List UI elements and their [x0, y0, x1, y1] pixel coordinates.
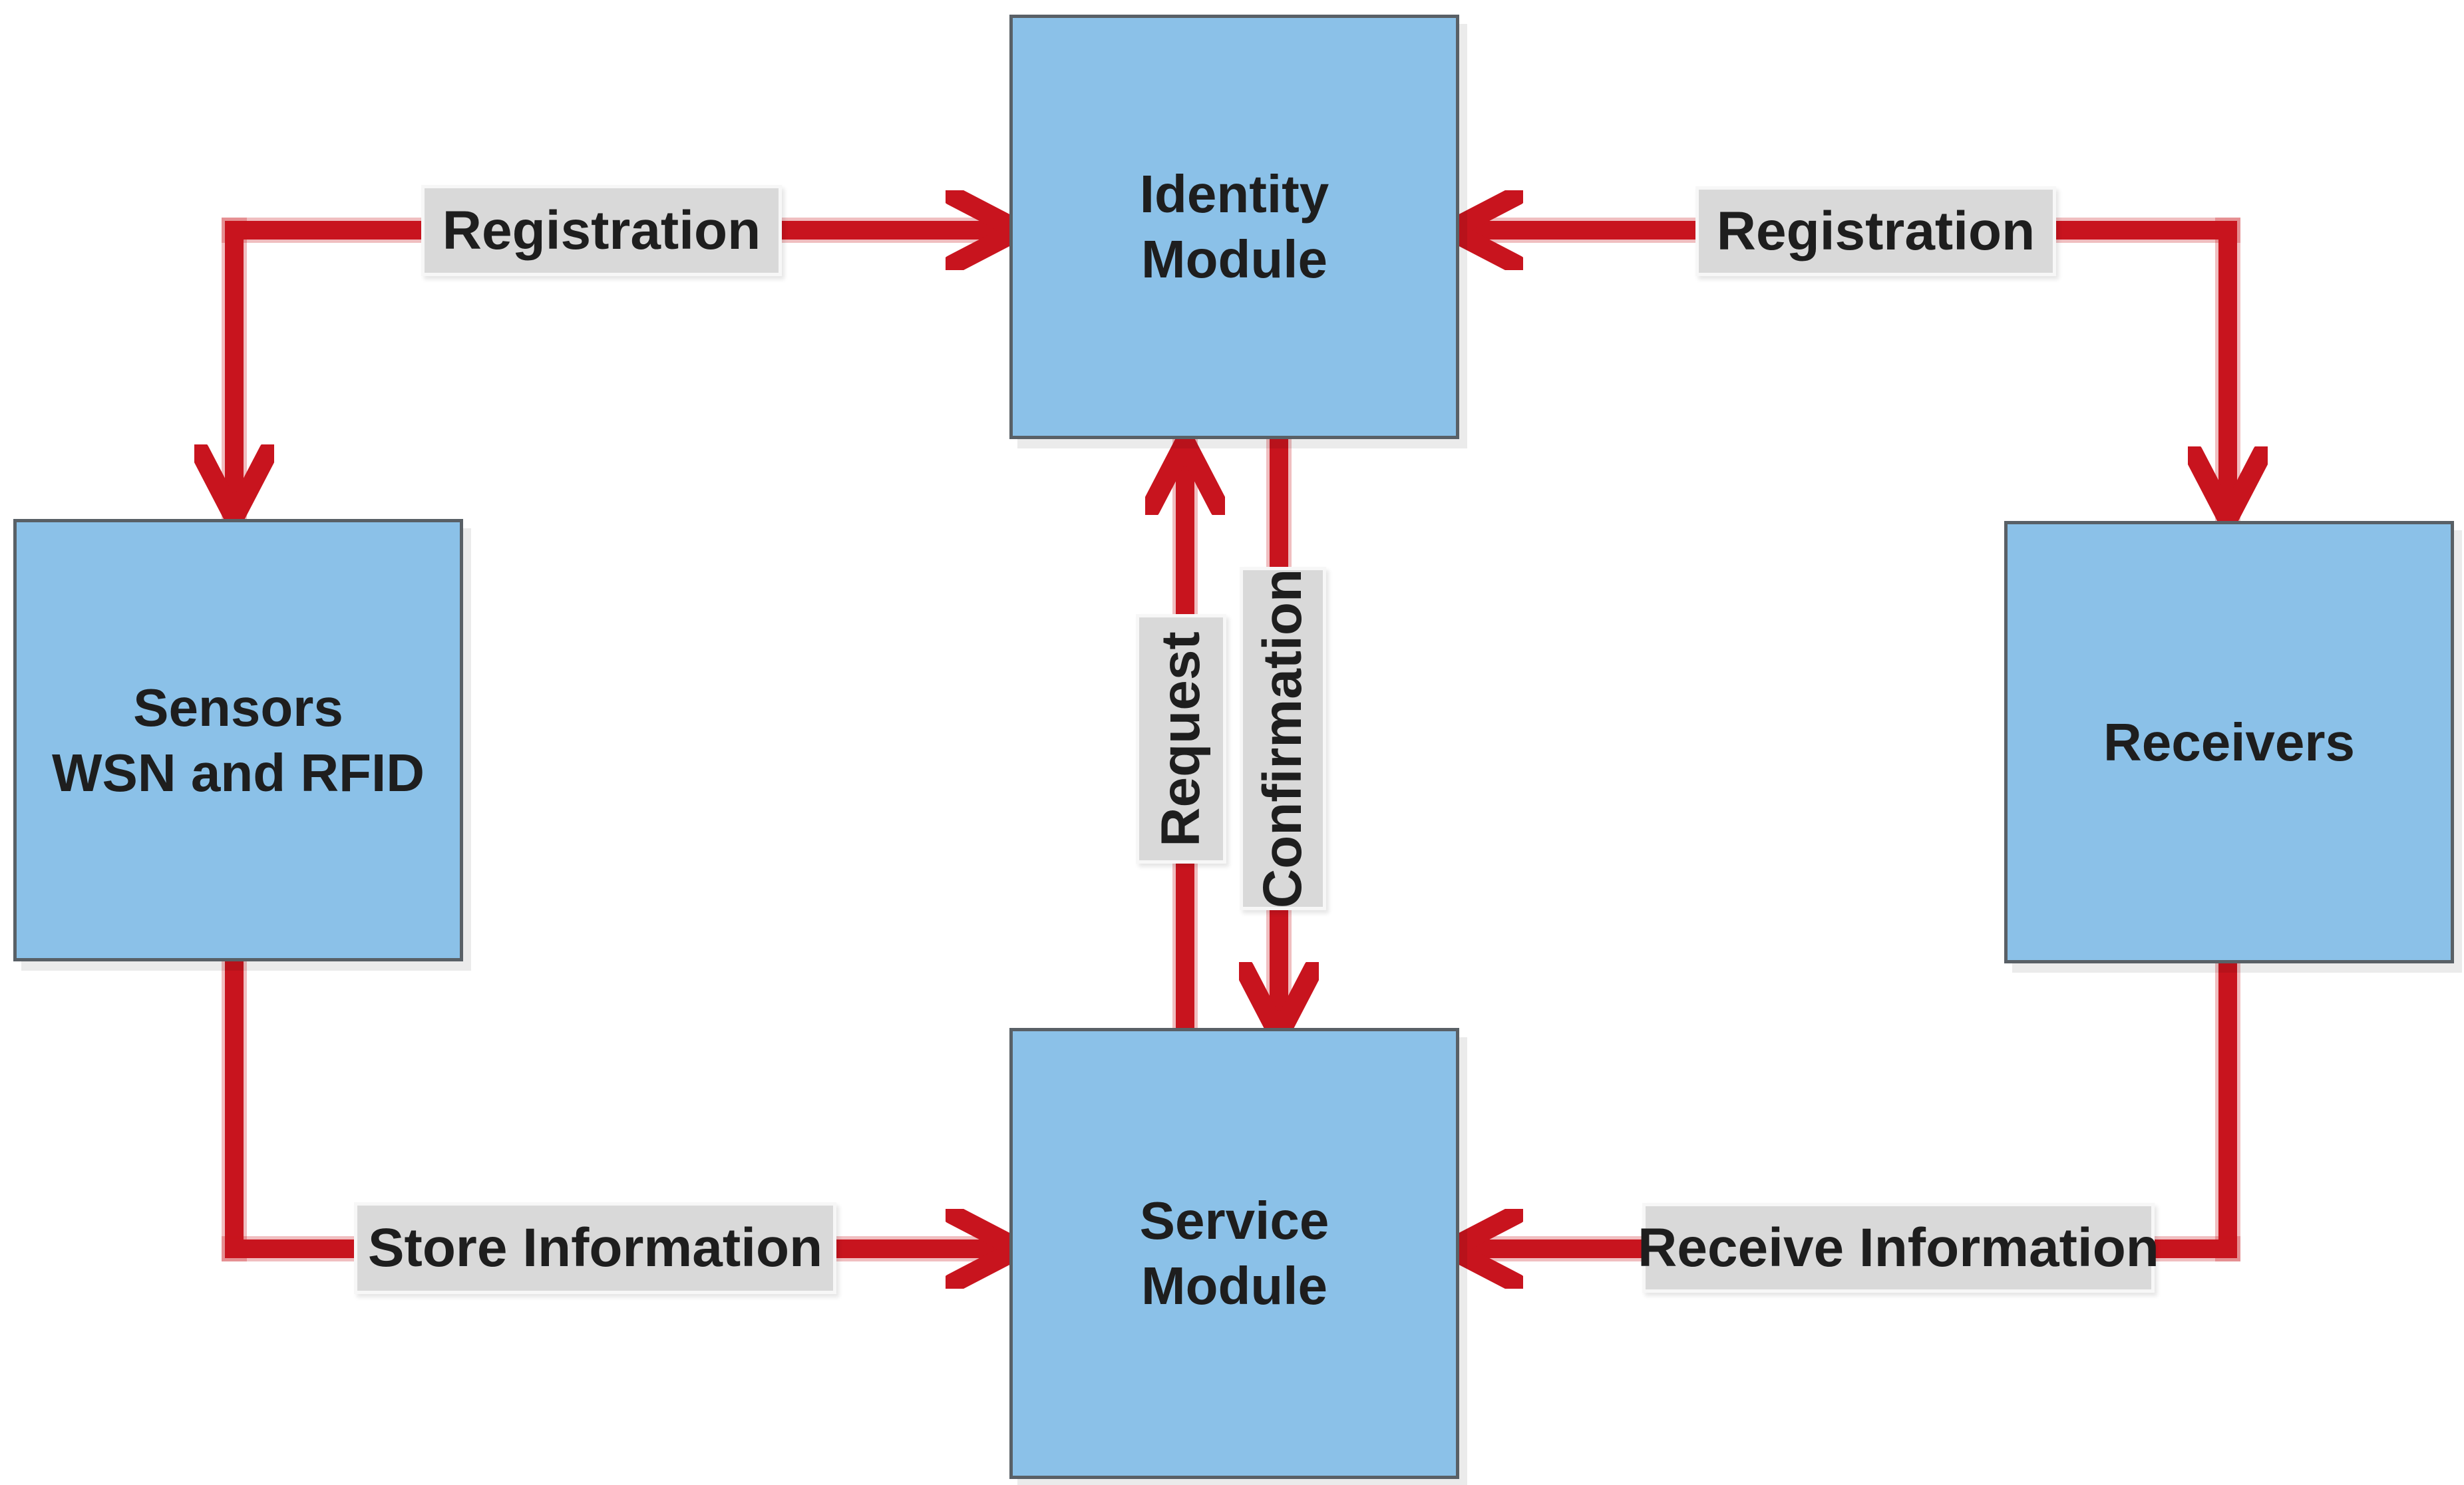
edge-label-registration-right: Registration [1695, 186, 2056, 276]
node-receivers: Receivers [2004, 521, 2454, 963]
arrowhead-down-into-sensors-icon [194, 444, 274, 524]
node-sensors-wsn-rfid: Sensors WSN and RFID [13, 519, 463, 961]
edge-registration-right-vertical-line [2218, 221, 2237, 521]
edge-label-confirmation: Confirmation [1240, 567, 1326, 910]
edge-label-request: Request [1136, 614, 1226, 864]
edge-receive-information-vertical-line [2218, 961, 2237, 1258]
edge-label-text: Registration [442, 200, 761, 261]
node-label-line1: Sensors [133, 677, 343, 737]
edge-label-text: Registration [1716, 200, 2035, 261]
edge-label-receive-information: Receive Information [1638, 1203, 2159, 1293]
edge-label-text: Store Information [367, 1218, 823, 1278]
node-identity-module: Identity Module [1009, 15, 1459, 439]
node-service-module: Service Module [1009, 1028, 1459, 1479]
arrowhead-down-into-receivers-icon [2188, 446, 2268, 526]
edge-label-registration-left: Registration [421, 185, 782, 276]
edge-label-text: Confirmation [1252, 568, 1313, 909]
edge-label-text: Receive Information [1638, 1217, 2159, 1278]
node-label-line2: WSN and RFID [52, 742, 425, 802]
node-label-line2: Module [1141, 1256, 1327, 1315]
edge-store-information-vertical-line [225, 961, 244, 1258]
edge-label-store-information: Store Information [354, 1202, 836, 1294]
edge-registration-left-vertical-line [225, 221, 244, 519]
node-label-line1: Service [1139, 1191, 1329, 1251]
node-label-line1: Identity [1139, 164, 1329, 224]
node-label-line2: Module [1141, 230, 1327, 289]
edge-label-text: Request [1150, 631, 1212, 847]
node-label-line1: Receivers [2103, 712, 2356, 772]
arrowhead-up-into-identity-icon [1145, 435, 1225, 515]
